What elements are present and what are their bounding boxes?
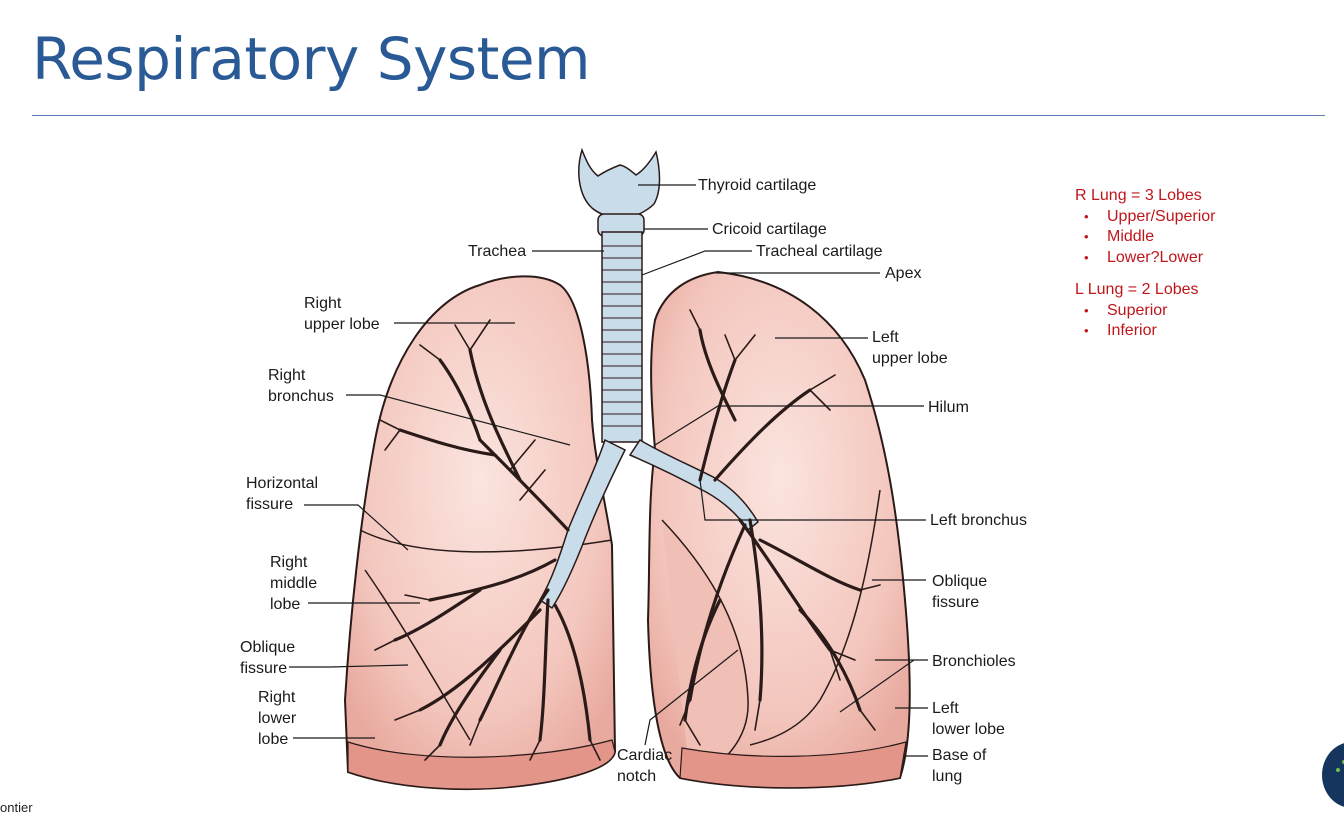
lobe-notes: R Lung = 3 Lobes Upper/Superior Middle L…	[1075, 186, 1216, 354]
label-right-bronchus-1: Right	[268, 367, 306, 384]
label-oblique-fissure-left-1: Oblique	[932, 573, 987, 590]
left-lung-base	[679, 741, 907, 789]
label-hilum: Hilum	[928, 399, 969, 416]
label-right-middle-lobe-3: lobe	[270, 596, 300, 613]
right-bronchial-tree	[393, 348, 592, 747]
label-cardiac-notch-2: notch	[617, 768, 656, 785]
label-left-lower-lobe-1: Left	[932, 700, 959, 717]
label-trachea: Trachea	[468, 243, 526, 260]
label-left-lower-lobe-2: lower lobe	[932, 721, 1005, 738]
label-tracheal-cartilage: Tracheal cartilage	[756, 243, 883, 260]
trachea-shape	[601, 231, 643, 443]
label-cricoid-cartilage: Cricoid cartilage	[712, 221, 827, 238]
right-lung-item: Middle	[1075, 227, 1216, 248]
right-lung-item: Lower?Lower	[1075, 248, 1216, 269]
right-oblique-fissure-line	[364, 569, 471, 741]
tracheal-rings	[602, 245, 642, 427]
right-lung-base	[347, 739, 616, 790]
label-left-upper-lobe-2: upper lobe	[872, 350, 948, 367]
right-lung-heading: R Lung = 3 Lobes	[1075, 187, 1202, 204]
label-right-upper-lobe-1: Right	[304, 295, 342, 312]
label-base-of-lung-1: Base of	[932, 747, 987, 764]
footer-text: ontier	[0, 800, 33, 815]
label-left-upper-lobe-1: Left	[872, 329, 899, 346]
right-lung-item: Upper/Superior	[1075, 207, 1216, 228]
label-right-middle-lobe-1: Right	[270, 554, 308, 571]
label-thyroid-cartilage: Thyroid cartilage	[698, 177, 816, 194]
logo-icon	[1322, 742, 1344, 808]
label-oblique-fissure-left-2: fissure	[932, 594, 979, 611]
left-bronchioles	[679, 309, 881, 746]
label-cardiac-notch-1: Cardiac	[617, 747, 672, 764]
label-oblique-fissure-right-2: fissure	[240, 660, 287, 677]
label-right-upper-lobe-2: upper lobe	[304, 316, 380, 333]
right-lung-list: Upper/Superior Middle Lower?Lower	[1075, 207, 1216, 269]
thyroid-cartilage-shape	[578, 147, 661, 221]
left-lung-list: Superior Inferior	[1075, 301, 1216, 342]
label-right-lower-lobe-2: lower	[258, 710, 297, 727]
title-divider	[32, 115, 1325, 116]
leader-lines	[289, 184, 928, 757]
label-apex: Apex	[885, 265, 921, 282]
label-left-bronchus: Left bronchus	[930, 512, 1027, 529]
label-right-bronchus-2: bronchus	[268, 388, 334, 405]
left-lung-item: Superior	[1075, 301, 1216, 322]
label-horizontal-fissure-1: Horizontal	[246, 475, 318, 492]
label-oblique-fissure-right-1: Oblique	[240, 639, 295, 656]
left-lung-heading: L Lung = 2 Lobes	[1075, 281, 1199, 298]
slide-title: Respiratory System	[32, 25, 591, 93]
right-bronchus-shape	[538, 438, 627, 610]
label-right-middle-lobe-2: middle	[270, 575, 317, 592]
label-bronchioles: Bronchioles	[932, 653, 1016, 670]
label-base-of-lung-2: lung	[932, 768, 962, 785]
left-oblique-fissure-line	[749, 489, 881, 746]
label-right-lower-lobe-3: lobe	[258, 731, 288, 748]
label-right-lower-lobe-1: Right	[258, 689, 296, 706]
right-bronchioles	[374, 319, 601, 761]
label-horizontal-fissure-2: fissure	[246, 496, 293, 513]
left-lung-item: Inferior	[1075, 321, 1216, 342]
